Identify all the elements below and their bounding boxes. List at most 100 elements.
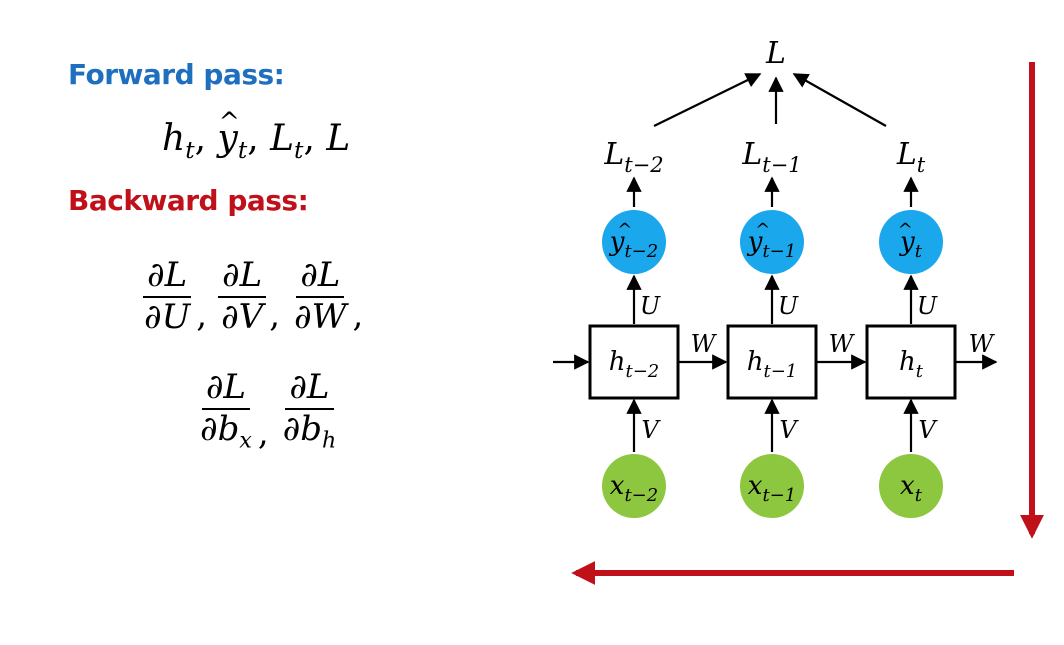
partial-derivative: ∂L∂bh (279, 369, 341, 453)
output-node-label: yt−2 (609, 227, 658, 262)
hidden-state-label-base: h (899, 347, 916, 377)
output-node-label-base: y (899, 227, 915, 257)
partial-derivative: ∂L∂V (217, 257, 267, 336)
loss-label-base: L (741, 137, 762, 172)
derivative-numerator: ∂L (218, 257, 267, 298)
input-node-label: xt−2 (610, 471, 658, 506)
hidden-state-label-base: h (609, 347, 626, 377)
forward-variable-base: h (162, 118, 186, 159)
separator-comma: , (303, 118, 327, 159)
derivative-denominator-sub: x (239, 427, 252, 454)
output-node-label-sub: t (915, 241, 923, 262)
input-node (602, 454, 666, 518)
weight-v-label-base: V (779, 416, 799, 444)
loss-label: Lt (896, 137, 926, 177)
derivative-denominator-sub: h (322, 427, 337, 454)
separator-comma: , (257, 412, 269, 453)
derivative-numerator: ∂L (296, 257, 345, 298)
output-node (602, 210, 666, 274)
forward-variable: Lt (270, 118, 303, 164)
weight-v-label: V (779, 416, 799, 444)
input-node-label: xt−1 (748, 471, 796, 506)
separator-comma: , (269, 295, 281, 336)
weight-w-label-base: W (969, 330, 996, 358)
weight-u-label-base: U (917, 292, 938, 320)
loss-to-total-arrow (653, 73, 762, 127)
total-loss-label-base: L (765, 36, 786, 71)
derivative-denominator-base: ∂U (144, 296, 191, 337)
derivative-denominator: ∂V (217, 298, 267, 336)
forward-pass-variables: ht, yt, Lt, L (162, 107, 350, 165)
backward-pass-heading: Backward pass: (68, 184, 309, 217)
output-node (879, 210, 943, 274)
loss-label-base: L (603, 137, 624, 172)
loss-label: Lt−2 (603, 137, 663, 177)
hidden-state-label: ht (899, 347, 924, 382)
forward-variable: L (326, 118, 350, 159)
derivative-numerator: ∂L (201, 369, 250, 410)
output-node-label-sub: t−1 (762, 241, 796, 262)
loss-label-sub: t (917, 153, 926, 177)
output-node-label: yt−1 (747, 227, 796, 262)
weight-u-label-base: U (640, 292, 661, 320)
weight-w-label: W (969, 330, 996, 358)
forward-pass-heading: Forward pass: (68, 58, 285, 91)
output-node-label: yt (899, 227, 923, 262)
separator-comma: , (247, 118, 271, 159)
forward-variable-sub: t (237, 136, 248, 165)
hidden-state-label-sub: t−2 (625, 361, 659, 382)
output-node-label-hat: ^ (755, 220, 770, 241)
forward-variable-base: L (326, 118, 351, 159)
input-node-label-sub: t−1 (762, 485, 796, 506)
output-node-label-hat: ^ (898, 220, 913, 241)
input-node-label-sub: t (915, 485, 923, 506)
derivative-denominator-base: ∂b (282, 408, 322, 449)
weight-w-label: W (829, 330, 856, 358)
weight-v-label-base: V (641, 416, 661, 444)
forward-variable: yt (217, 107, 247, 165)
derivative-denominator: ∂bh (279, 410, 341, 453)
weight-u-label: U (640, 292, 661, 320)
hidden-state-box (726, 324, 818, 400)
gradient-row-weights: ∂L∂U,∂L∂V,∂L∂W, (140, 257, 373, 337)
hidden-state-label-sub: t (916, 361, 924, 382)
partial-derivative: ∂L∂bx (196, 369, 256, 453)
weight-v-label: V (641, 416, 661, 444)
input-node-label-base: x (748, 471, 763, 501)
loss-to-total-arrow (792, 73, 887, 127)
weight-w-label-base: W (829, 330, 856, 358)
derivative-denominator: ∂W (290, 298, 351, 336)
loss-label: Lt−1 (741, 137, 801, 177)
forward-variable: ht (162, 118, 195, 164)
output-node (740, 210, 804, 274)
hidden-state-label-sub: t−1 (763, 361, 797, 382)
total-loss-label: L (765, 36, 786, 71)
gradient-row-biases: ∂L∂bx,∂L∂bh (196, 369, 341, 453)
separator-comma: , (196, 295, 208, 336)
derivative-numerator: ∂L (285, 369, 334, 410)
loss-label-base: L (896, 137, 917, 172)
hidden-state-label: ht−2 (609, 347, 660, 382)
forward-variable-sub: t (185, 136, 195, 165)
weight-w-label: W (691, 330, 718, 358)
input-node-label: xt (900, 471, 923, 506)
weight-v-label-base: V (918, 416, 938, 444)
derivative-denominator: ∂bx (196, 410, 256, 453)
input-node-label-base: x (610, 471, 625, 501)
loss-label-sub: t−1 (762, 153, 801, 177)
hidden-state-label-base: h (747, 347, 764, 377)
derivative-denominator-base: ∂V (221, 296, 264, 337)
input-node (740, 454, 804, 518)
weight-u-label: U (917, 292, 938, 320)
derivative-denominator-base: ∂b (200, 408, 240, 449)
separator-comma: , (194, 118, 218, 159)
hidden-state-label: ht−1 (747, 347, 798, 382)
weight-v-label: V (918, 416, 938, 444)
weight-u-label: U (778, 292, 799, 320)
weight-u-label-base: U (778, 292, 799, 320)
output-node-label-hat: ^ (617, 220, 632, 241)
input-node (879, 454, 943, 518)
output-node-label-base: y (747, 227, 763, 257)
input-node-label-base: x (900, 471, 915, 501)
